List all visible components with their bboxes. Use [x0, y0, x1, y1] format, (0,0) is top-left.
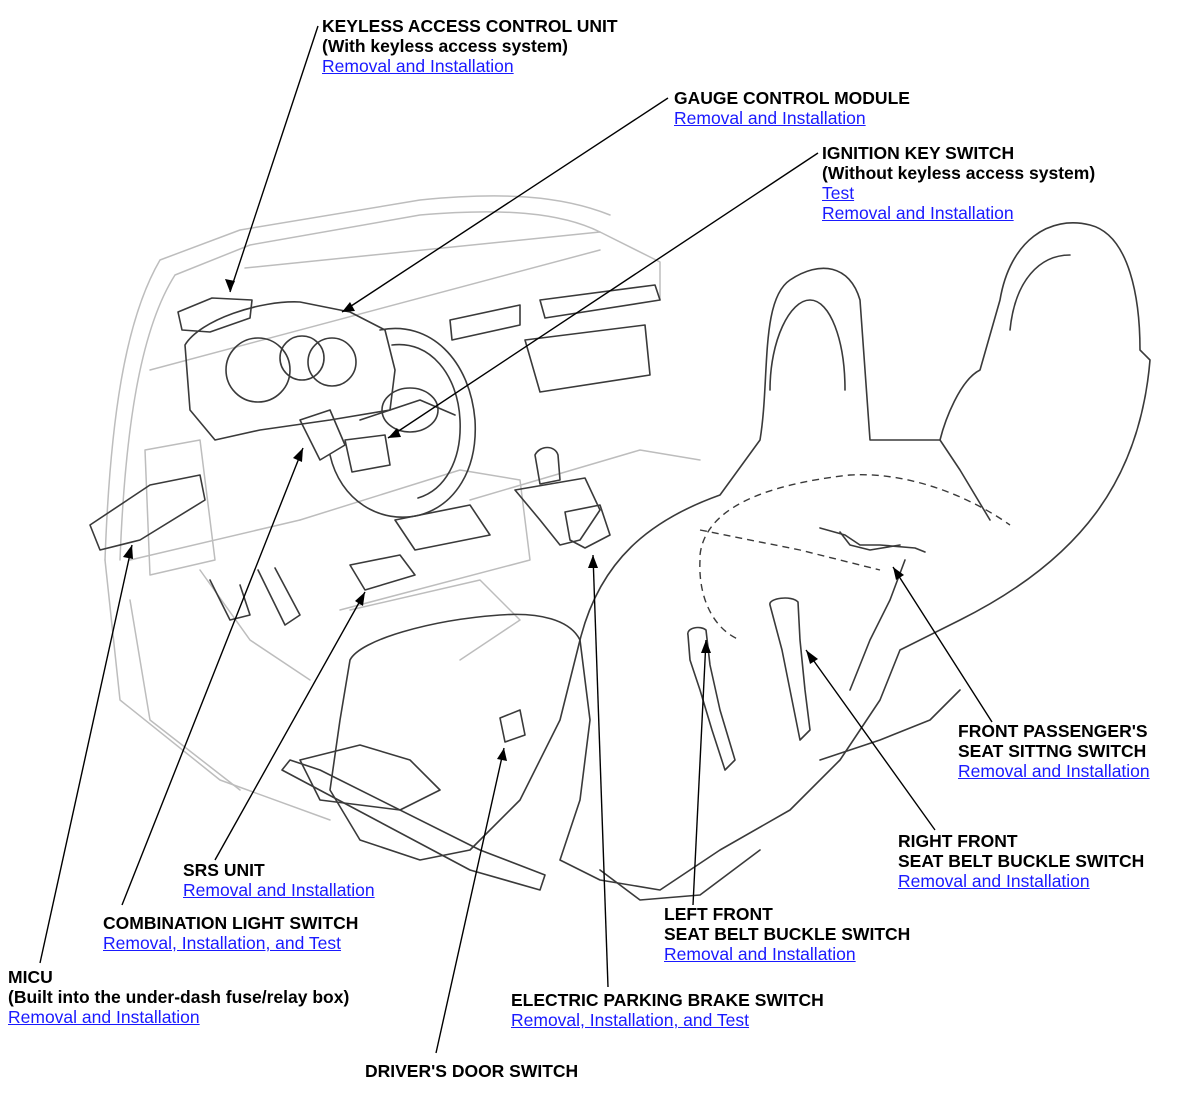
- label-keyless-note: (With keyless access system): [322, 36, 568, 56]
- callout-ignition-key-switch: IGNITION KEY SWITCH (Without keyless acc…: [822, 143, 1095, 223]
- vehicle-body-sketch: [104, 195, 701, 821]
- label-keyless-access-control-unit: KEYLESS ACCESS CONTROL UNIT: [322, 16, 618, 36]
- link-gauge-removal-installation[interactable]: Removal and Installation: [674, 108, 866, 128]
- label-srs-unit: SRS UNIT: [183, 860, 265, 880]
- callout-electric-parking-brake-switch: ELECTRIC PARKING BRAKE SWITCH Removal, I…: [511, 990, 824, 1030]
- link-keyless-removal-installation[interactable]: Removal and Installation: [322, 56, 514, 76]
- leader-lines: [39, 25, 993, 1054]
- callout-combination-light-switch: COMBINATION LIGHT SWITCH Removal, Instal…: [103, 913, 358, 953]
- link-combination-removal-installation-test[interactable]: Removal, Installation, and Test: [103, 933, 342, 953]
- label-micu: MICU: [8, 967, 53, 987]
- label-micu-note: (Built into the under-dash fuse/relay bo…: [8, 987, 350, 1007]
- leader-arrowheads: [123, 279, 904, 761]
- label-seat-sitting-switch: SEAT SITTNG SWITCH: [958, 741, 1147, 761]
- label-left-buckle-switch: SEAT BELT BUCKLE SWITCH: [664, 924, 911, 944]
- callout-left-front-buckle-switch: LEFT FRONT SEAT BELT BUCKLE SWITCH Remov…: [664, 904, 910, 964]
- link-left-buckle-removal-installation[interactable]: Removal and Installation: [664, 944, 856, 964]
- link-ignition-test[interactable]: Test: [822, 183, 855, 203]
- label-gauge-control-module: GAUGE CONTROL MODULE: [674, 88, 910, 108]
- link-micu-removal-installation[interactable]: Removal and Installation: [8, 1007, 200, 1027]
- label-front-passenger: FRONT PASSENGER'S: [958, 721, 1148, 741]
- link-passenger-seat-removal-installation[interactable]: Removal and Installation: [958, 761, 1150, 781]
- label-right-buckle-switch: SEAT BELT BUCKLE SWITCH: [898, 851, 1145, 871]
- callout-front-passenger-seat-switch: FRONT PASSENGER'S SEAT SITTNG SWITCH Rem…: [958, 721, 1150, 781]
- seat-cushion-dashed: [699, 473, 1011, 641]
- label-electric-parking-brake-switch: ELECTRIC PARKING BRAKE SWITCH: [511, 990, 824, 1010]
- label-drivers-door-switch: DRIVER'S DOOR SWITCH: [365, 1061, 579, 1081]
- callout-drivers-door-switch: DRIVER'S DOOR SWITCH: [365, 1061, 578, 1081]
- link-srs-removal-installation[interactable]: Removal and Installation: [183, 880, 375, 900]
- link-parking-brake-removal-installation-test[interactable]: Removal, Installation, and Test: [511, 1010, 750, 1030]
- label-ignition-key-switch: IGNITION KEY SWITCH: [822, 143, 1015, 163]
- callout-micu: MICU (Built into the under-dash fuse/rel…: [8, 967, 349, 1027]
- label-left-front: LEFT FRONT: [664, 904, 773, 924]
- link-right-buckle-removal-installation[interactable]: Removal and Installation: [898, 871, 1090, 891]
- label-right-front: RIGHT FRONT: [898, 831, 1018, 851]
- dashboard-sketch: [89, 222, 1151, 901]
- link-ignition-removal-installation[interactable]: Removal and Installation: [822, 203, 1014, 223]
- label-ignition-note: (Without keyless access system): [822, 163, 1096, 183]
- callout-srs-unit: SRS UNIT Removal and Installation: [183, 860, 375, 900]
- callout-keyless-access-control-unit: KEYLESS ACCESS CONTROL UNIT (With keyles…: [322, 16, 618, 76]
- label-combination-light-switch: COMBINATION LIGHT SWITCH: [103, 913, 359, 933]
- callout-right-front-buckle-switch: RIGHT FRONT SEAT BELT BUCKLE SWITCH Remo…: [898, 831, 1144, 891]
- callout-gauge-control-module: GAUGE CONTROL MODULE Removal and Install…: [674, 88, 910, 128]
